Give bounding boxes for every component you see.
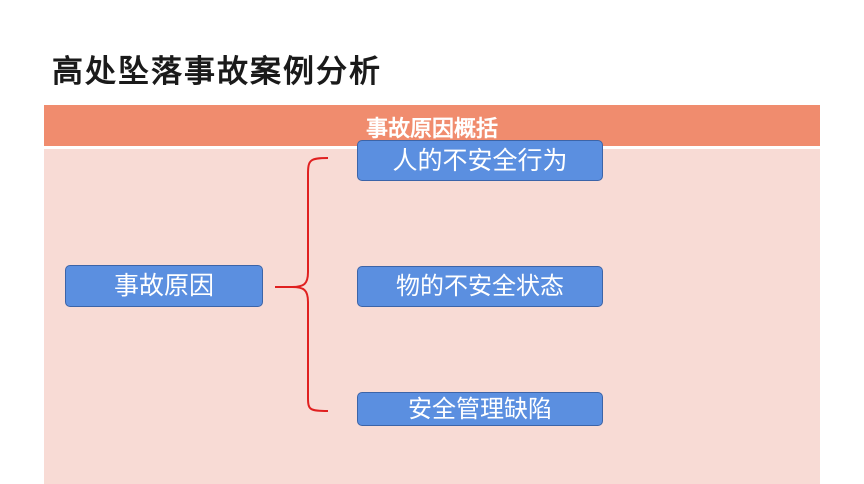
panel-header-title: 事故原因概括 bbox=[365, 117, 498, 142]
branch-box-human-behavior: 人的不安全行为 bbox=[357, 140, 603, 181]
brace-line bbox=[275, 157, 329, 412]
root-cause-box: 事故原因 bbox=[65, 265, 263, 307]
branch-box-management-defect: 安全管理缺陷 bbox=[357, 392, 603, 426]
branch-box-object-state: 物的不安全状态 bbox=[357, 266, 603, 307]
curly-brace-connector bbox=[275, 157, 329, 412]
page-title: 高处坠落事故案例分析 bbox=[52, 54, 382, 90]
